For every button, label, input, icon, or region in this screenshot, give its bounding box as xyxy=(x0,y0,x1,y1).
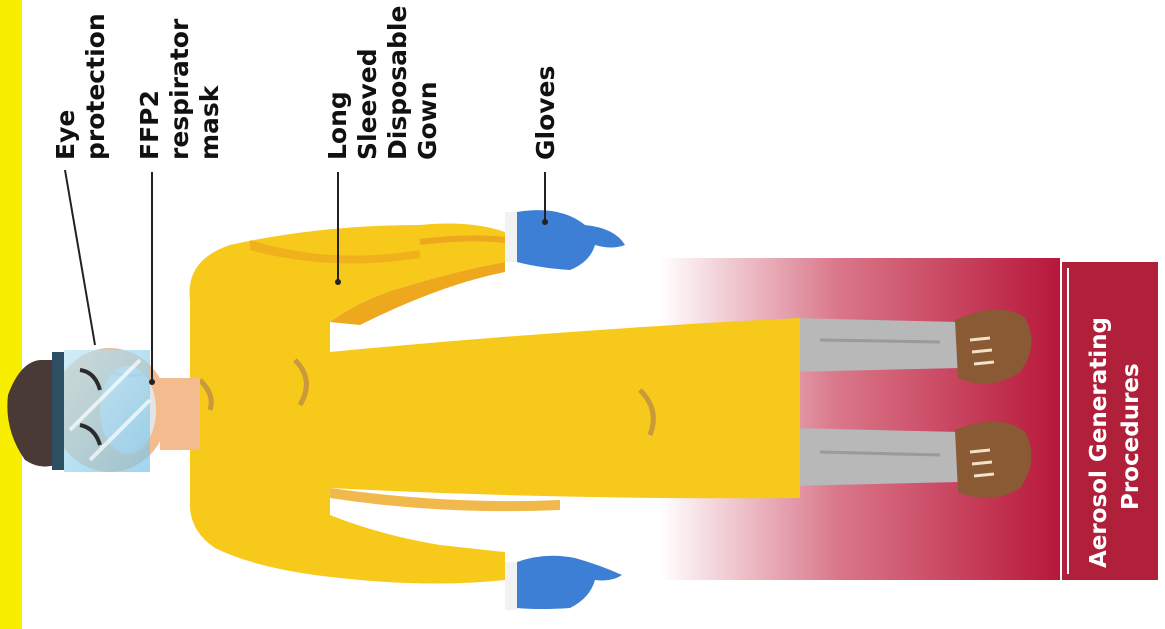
label-eye-protection: Eye protection xyxy=(51,13,110,160)
label-eye-line-2: protection xyxy=(81,13,110,160)
label-mask-line-2: respirator xyxy=(165,18,194,160)
label-gown-line-1: Long xyxy=(323,91,352,160)
label-gown-line-3: Disposable xyxy=(383,6,412,160)
label-mask: FFP2 respirator mask xyxy=(135,18,224,160)
visor-frame xyxy=(52,352,64,470)
head xyxy=(7,348,200,472)
banner-line-1: Aerosol Generating xyxy=(1086,317,1112,568)
label-mask-line-3: mask xyxy=(195,84,224,160)
cuff-right xyxy=(505,562,517,610)
cuff-left xyxy=(505,212,517,262)
label-gown-line-4: Gown xyxy=(413,81,442,160)
label-mask-line-1: FFP2 xyxy=(135,90,164,160)
glove-left xyxy=(517,210,625,270)
side-bar xyxy=(0,0,22,629)
banner-line-2: Procedures xyxy=(1118,363,1144,510)
procedure-banner: Aerosol Generating Procedures xyxy=(1062,262,1158,580)
label-gown-line-2: Sleeved xyxy=(353,48,382,160)
label-gown: Long Sleeved Disposable Gown xyxy=(323,6,442,160)
label-eye-line-1: Eye xyxy=(51,110,80,160)
glove-right xyxy=(517,556,622,609)
boot-right xyxy=(955,421,1031,498)
label-gloves: Gloves xyxy=(531,66,560,160)
label-gloves-line-1: Gloves xyxy=(531,66,560,160)
leader-eye-protection xyxy=(65,170,95,345)
